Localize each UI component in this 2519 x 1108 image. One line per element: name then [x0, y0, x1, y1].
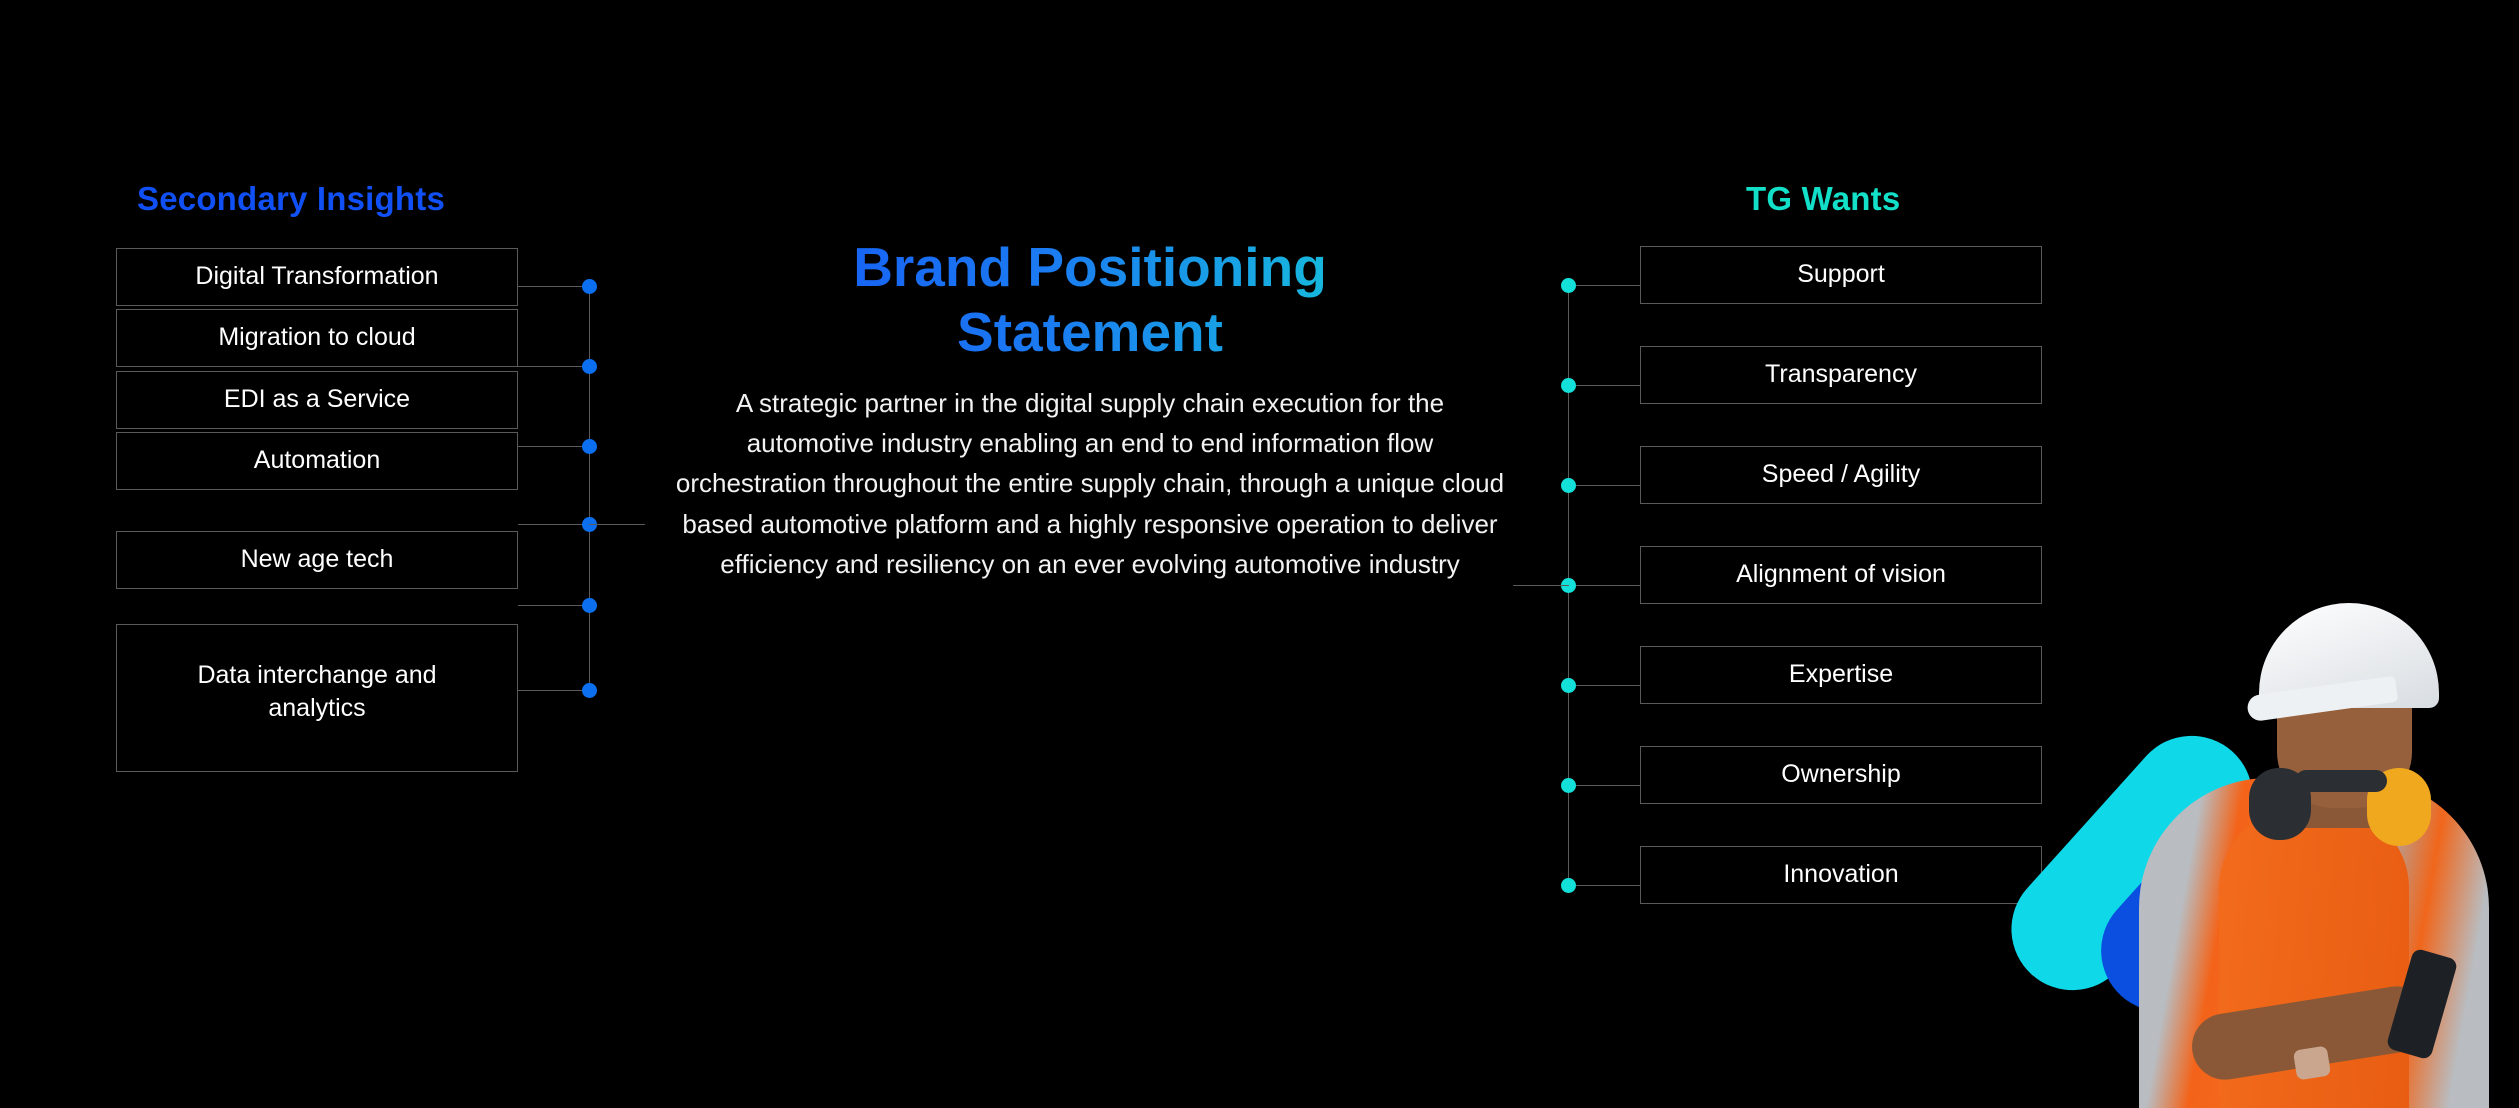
insight-label: Automation: [253, 446, 381, 475]
want-box-expertise[interactable]: Expertise: [1640, 646, 2042, 704]
want-label: Transparency: [1765, 360, 1917, 389]
right-connector-stub: [1575, 485, 1640, 486]
right-connector-stub: [1575, 385, 1640, 386]
left-center-branch-line: [589, 524, 645, 525]
want-label: Speed / Agility: [1761, 460, 1921, 489]
want-label: Alignment of vision: [1736, 560, 1946, 589]
worker-photo-decoration: [1999, 548, 2519, 1108]
want-label: Innovation: [1783, 860, 1899, 889]
right-connector-stub: [1575, 585, 1640, 586]
right-connector-stub: [1575, 685, 1640, 686]
right-connector-dot: [1561, 278, 1576, 293]
right-connector-stub: [1575, 885, 1640, 886]
want-label: Support: [1797, 260, 1885, 289]
insight-box-edi-as-a-service[interactable]: EDI as a Service: [116, 371, 518, 429]
right-connector-dot: [1561, 678, 1576, 693]
right-center-branch-line: [1513, 585, 1569, 586]
right-connector-stub: [1575, 785, 1640, 786]
insight-box-new-age-tech[interactable]: New age tech: [116, 531, 518, 589]
left-connector-stub: [518, 446, 590, 447]
left-connector-dot: [582, 439, 597, 454]
want-box-transparency[interactable]: Transparency: [1640, 346, 2042, 404]
insight-box-digital-transformation[interactable]: Digital Transformation: [116, 248, 518, 306]
want-label: Ownership: [1781, 760, 1901, 789]
left-connector-stub: [518, 286, 590, 287]
want-box-ownership[interactable]: Ownership: [1640, 746, 2042, 804]
left-connector-stub: [518, 605, 590, 606]
right-connector-dot: [1561, 778, 1576, 793]
brand-positioning-title: Brand Positioning Statement: [662, 235, 1518, 365]
right-connector-dot: [1561, 878, 1576, 893]
left-connector-stub: [518, 690, 590, 691]
insight-box-automation[interactable]: Automation: [116, 432, 518, 490]
insight-label: EDI as a Service: [223, 385, 411, 414]
right-connector-dot: [1561, 378, 1576, 393]
left-connector-spine: [589, 286, 590, 691]
want-box-support[interactable]: Support: [1640, 246, 2042, 304]
want-box-alignment-of-vision[interactable]: Alignment of vision: [1640, 546, 2042, 604]
tg-wants-heading: TG Wants: [1746, 180, 1901, 217]
brand-positioning-panel: Brand Positioning Statement A strategic …: [662, 235, 1518, 584]
worker-headphone-band: [2295, 770, 2387, 792]
insight-label: New age tech: [240, 545, 394, 574]
left-connector-dot: [582, 359, 597, 374]
left-connector-dot: [582, 598, 597, 613]
want-label: Expertise: [1788, 660, 1894, 689]
insight-box-data-interchange-and-analytics[interactable]: Data interchange and analytics: [116, 624, 518, 772]
insight-label: Data interchange and analytics: [197, 661, 437, 723]
right-connector-stub: [1575, 285, 1640, 286]
secondary-insights-heading: Secondary Insights: [137, 180, 446, 217]
brand-positioning-body: A strategic partner in the digital suppl…: [675, 387, 1505, 579]
want-box-innovation[interactable]: Innovation: [1640, 846, 2042, 904]
right-connector-dot: [1561, 478, 1576, 493]
left-connector-dot: [582, 279, 597, 294]
left-connector-stub: [518, 366, 590, 367]
left-connector-dot: [582, 683, 597, 698]
worker-in-hard-hat-photo: [2099, 588, 2519, 1108]
left-connector-stub: [518, 524, 590, 525]
want-box-speed-agility[interactable]: Speed / Agility: [1640, 446, 2042, 504]
insight-box-migration-to-cloud[interactable]: Migration to cloud: [116, 309, 518, 367]
insight-label: Migration to cloud: [218, 323, 416, 352]
worker-wristwatch: [2292, 1045, 2332, 1081]
insight-label: Digital Transformation: [195, 262, 439, 291]
